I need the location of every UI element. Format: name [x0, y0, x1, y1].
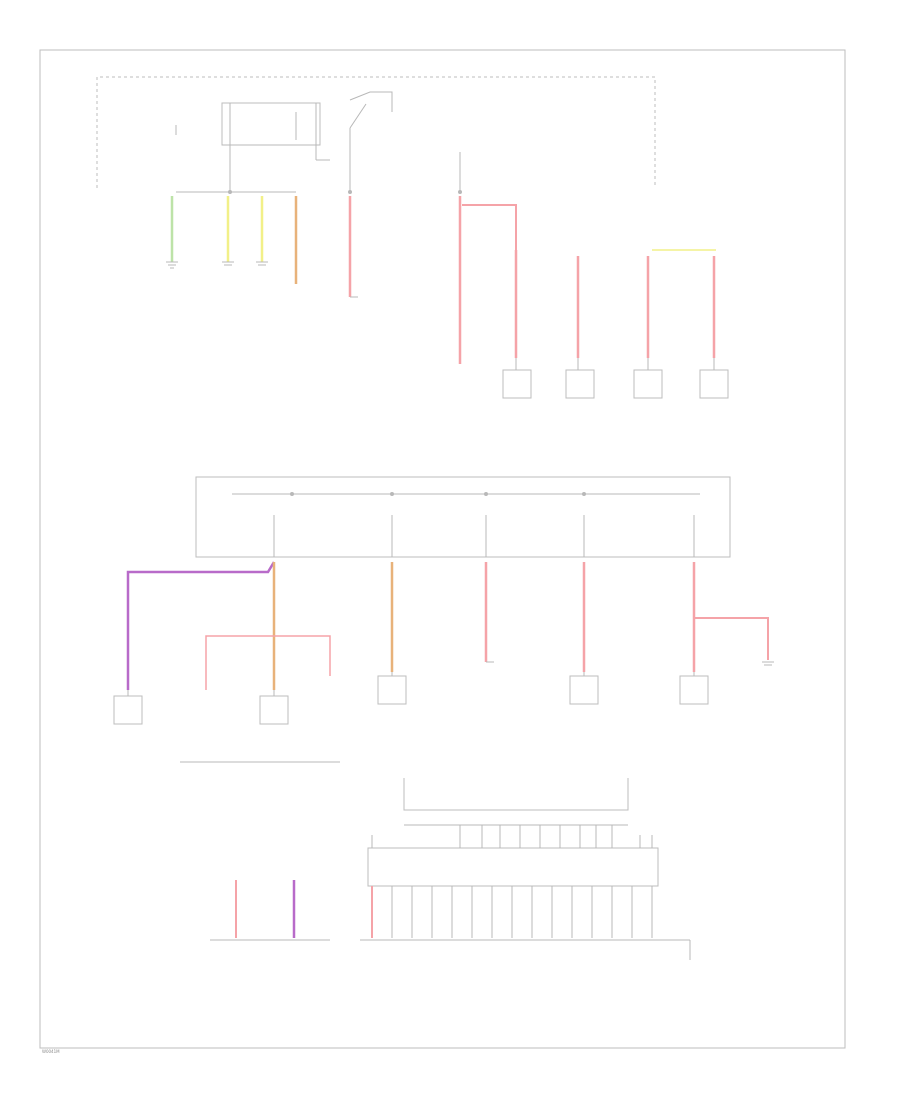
bottom-left-feeds [210, 880, 330, 941]
upper-modules [502, 358, 729, 399]
upper-fuse-panel [96, 76, 656, 194]
bottom-connector [360, 778, 691, 960]
middle-fuse-panel [195, 476, 731, 558]
upper-wires [166, 191, 716, 364]
middle-modules [113, 672, 709, 763]
outer-border [39, 49, 846, 1049]
middle-wires [126, 561, 774, 690]
page-code: W0041M [42, 1049, 60, 1054]
